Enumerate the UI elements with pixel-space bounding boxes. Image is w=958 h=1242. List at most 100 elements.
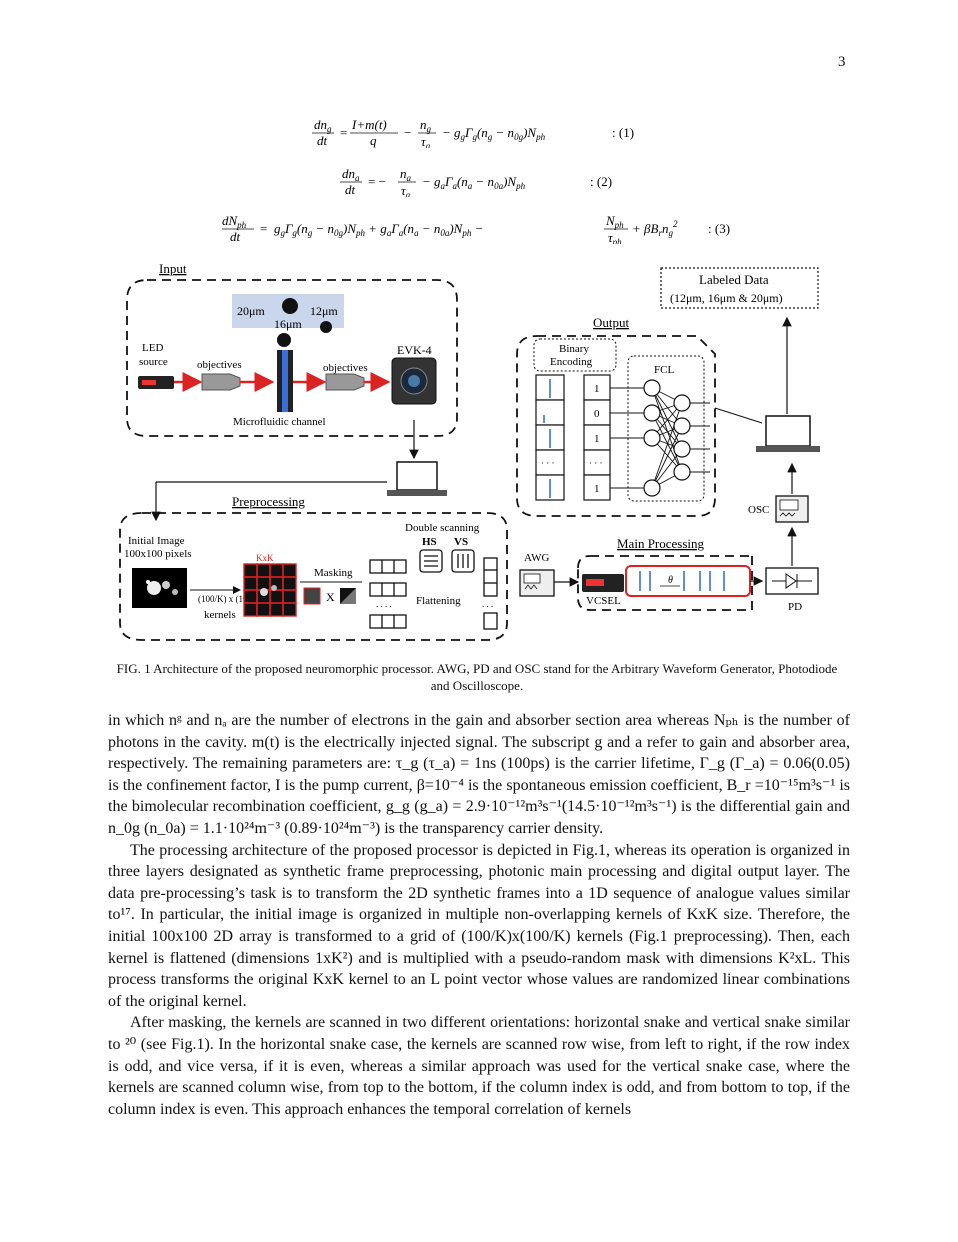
labeled-data-label-1: Labeled Data xyxy=(699,272,769,287)
svg-text:: (2): : (2) xyxy=(590,174,612,189)
hs-label: HS xyxy=(422,536,437,548)
paragraph-3: After masking, the kernels are scanned i… xyxy=(108,1014,850,1118)
main-processing-frame xyxy=(577,555,753,611)
objectives-right-label: objectives xyxy=(323,362,368,374)
input-frame xyxy=(126,279,458,437)
kernel-grid xyxy=(243,563,297,617)
svg-text:Nph: Nph xyxy=(605,214,624,230)
output-frame xyxy=(516,335,716,517)
bit-5: 1 xyxy=(594,483,600,495)
initial-image-label-2: 100x100 pixels xyxy=(124,548,192,560)
svg-text:na: na xyxy=(400,167,412,183)
particle-12um xyxy=(320,321,332,333)
analogue-values-bars xyxy=(543,379,551,498)
bit-1: 1 xyxy=(594,383,600,395)
svg-text:dng: dng xyxy=(314,118,332,134)
paragraph-1: in which nᵍ and nₐ are the number of ele… xyxy=(108,712,850,837)
svg-text:dna: dna xyxy=(342,167,360,183)
labeled-data-box xyxy=(660,267,819,309)
svg-text:=: = xyxy=(340,125,347,140)
input-title: Input xyxy=(159,261,187,276)
svg-text:+ βBrng2: + βBrng2 xyxy=(632,219,678,238)
sequence-dots: . . . xyxy=(482,599,493,609)
laptop-preprocessing-icon xyxy=(387,461,447,496)
kernels-label: kernels xyxy=(204,609,236,621)
svg-text:τg: τg xyxy=(421,134,431,148)
laptop-output-icon xyxy=(756,415,820,452)
binary-encoding-box xyxy=(533,338,617,372)
multiply-sign: X xyxy=(326,590,335,604)
evk-label: EVK-4 xyxy=(397,343,432,357)
pd-label: PD xyxy=(788,601,802,613)
reservoir-nodes xyxy=(639,571,725,591)
svg-text:τa: τa xyxy=(401,183,411,197)
initial-image-label-1: Initial Image xyxy=(128,535,185,547)
figure-1: Input 20μm 12μm 16μm LED source objectiv… xyxy=(112,258,832,653)
bit-3: 1 xyxy=(594,433,600,445)
architecture-diagram: Input 20μm 12μm 16μm LED source objectiv… xyxy=(119,261,820,641)
particle-16um xyxy=(277,333,291,347)
main-processing-title: Main Processing xyxy=(617,536,705,551)
svg-text:ng: ng xyxy=(420,118,432,134)
flatten-dots: . . . . xyxy=(376,599,392,609)
binary-label-2: Encoding xyxy=(550,356,593,368)
kernel-count-formula: (100/K) x (100/K) xyxy=(198,594,264,604)
led-label-2: source xyxy=(139,356,168,368)
svg-text:I+m(t): I+m(t) xyxy=(351,118,387,132)
svg-text:dt: dt xyxy=(230,229,241,244)
bits-column xyxy=(583,374,611,501)
svg-text:dNph: dNph xyxy=(222,214,247,230)
vertical-snake-icon xyxy=(451,549,475,573)
svg-text:= −: = − xyxy=(368,174,386,189)
kernel-tile xyxy=(303,587,321,605)
svg-text:− gaΓa(na − n0a)Nph: − gaΓa(na − n0a)Nph xyxy=(422,174,526,191)
masking-label: Masking xyxy=(314,567,353,579)
bit-dots: · · · xyxy=(589,458,603,468)
objective-lens-1-icon xyxy=(201,373,241,391)
objectives-left-label: objectives xyxy=(197,359,242,371)
page-number: 3 xyxy=(838,54,846,70)
flattened-vectors xyxy=(369,559,407,629)
particle-20um xyxy=(282,298,298,314)
equation-3: dNph dt = ggΓg(ng − n0g)Nph + gaΓa(na − … xyxy=(222,213,752,248)
size-16-label: 16μm xyxy=(274,317,302,331)
svg-text:dt: dt xyxy=(317,133,328,148)
preprocessing-frame xyxy=(119,512,508,641)
svg-text:: (3): : (3) xyxy=(708,221,730,236)
led-label-1: LED xyxy=(142,342,163,354)
labeled-data-label-2: (12μm, 16μm & 20μm) xyxy=(670,291,783,305)
photodiode-icon xyxy=(765,567,819,595)
vcsel-label: VCSEL xyxy=(586,595,621,607)
size-12-label: 12μm xyxy=(310,304,338,318)
fcl-neurons xyxy=(643,379,691,497)
svg-text:: (1): : (1) xyxy=(612,125,634,140)
svg-text:q: q xyxy=(370,133,377,148)
osc-label: OSC xyxy=(748,504,769,516)
scanned-sequence xyxy=(483,557,498,630)
kxk-label: KxK xyxy=(256,553,274,563)
preprocessing-title: Preprocessing xyxy=(232,494,305,509)
double-scanning-label: Double scanning xyxy=(405,522,480,534)
bit-2: 0 xyxy=(594,408,600,420)
body-text: in which nᵍ and nₐ are the number of ele… xyxy=(108,710,850,1120)
binary-label-1: Binary xyxy=(559,343,589,355)
objective-lens-2-icon xyxy=(325,373,365,391)
svg-text:ggΓg(ng − n0g)Nph + gaΓa(na −: ggΓg(ng − n0g)Nph + gaΓa(na − n0a)Nph − xyxy=(274,221,483,238)
awg-label: AWG xyxy=(524,552,549,564)
flattening-label: Flattening xyxy=(416,595,461,607)
figure-caption: FIG. 1 Architecture of the proposed neur… xyxy=(116,661,838,693)
fcl-label: FCL xyxy=(654,364,674,376)
theta-label: θ xyxy=(668,575,673,586)
equation-1: dng dt = I+m(t) q − ng τg − ggΓg(ng − n0… xyxy=(312,117,652,152)
svg-text:=: = xyxy=(260,221,267,236)
svg-text:− ggΓg(ng − n0g)Nph: − ggΓg(ng − n0g)Nph xyxy=(442,125,546,142)
vs-label: VS xyxy=(454,536,468,548)
reservoir-cavity xyxy=(625,565,751,597)
equation-2: dna dt = − na τa − gaΓa(na − n0a)Nph : (… xyxy=(340,166,640,201)
svg-text:−: − xyxy=(404,125,411,140)
svg-text:dt: dt xyxy=(345,182,356,197)
oscilloscope-icon xyxy=(775,495,809,523)
svg-text:τph: τph xyxy=(608,230,622,244)
paragraph-2: The processing architecture of the propo… xyxy=(108,841,850,1010)
awg-instrument-icon xyxy=(519,569,555,597)
